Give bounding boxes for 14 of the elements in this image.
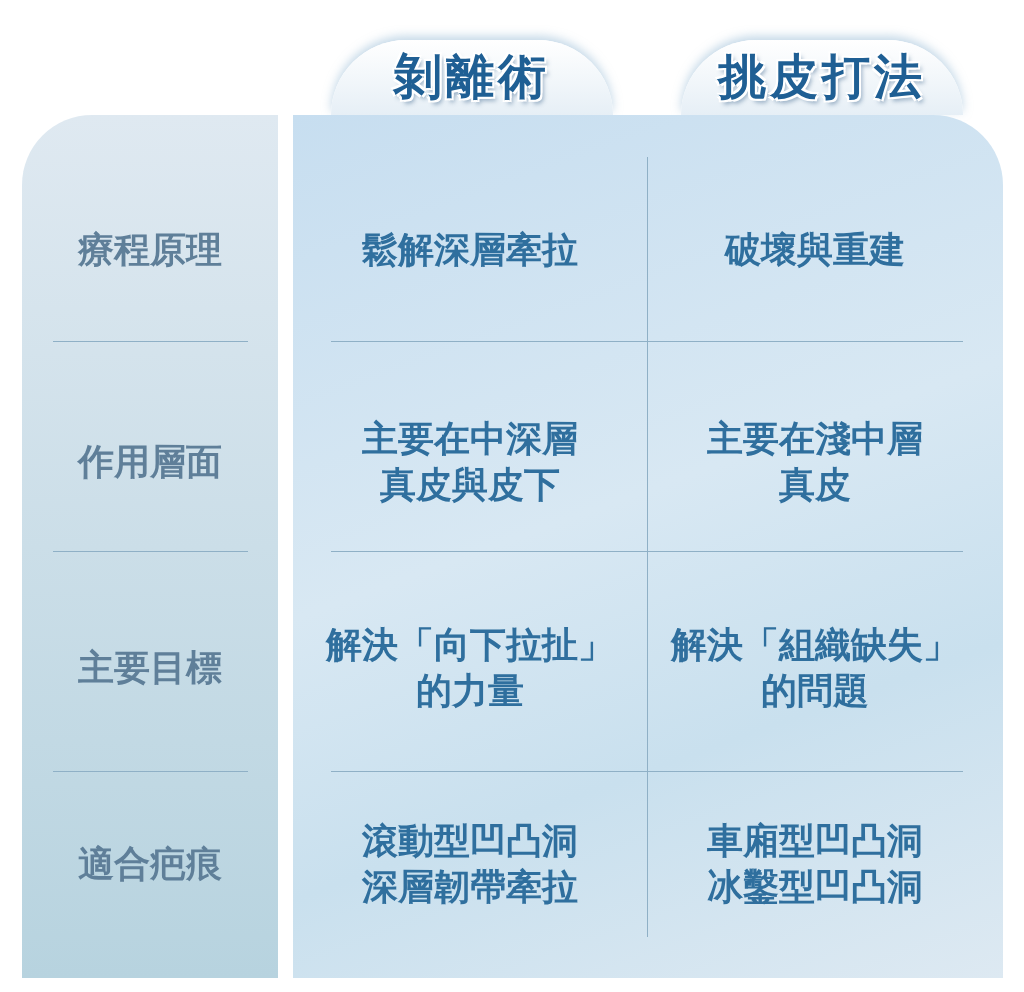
row-header: 作用層面 (76, 440, 223, 484)
cell-text: 解決「向下拉扯」的力量 (324, 623, 615, 713)
cell-text: 解決「組織缺失」的問題 (669, 623, 960, 713)
cell-text: 破壞與重建 (723, 228, 906, 272)
row-header: 適合疤痕 (77, 842, 223, 886)
column-header-tab: 剝離術 (331, 40, 613, 115)
cell-text: 滾動型凹凸洞深層韌帶牽拉 (361, 819, 579, 909)
cell-text: 主要在中深層真皮與皮下 (361, 417, 579, 507)
cell-text: 車廂型凹凸洞冰鑿型凹凸洞 (706, 819, 924, 909)
row-header: 主要目標 (77, 646, 223, 690)
cell-text: 鬆解深層牽拉 (361, 228, 579, 272)
column-header-tab: 挑皮打法 (681, 40, 963, 115)
cell-text: 主要在淺中層真皮 (706, 417, 924, 507)
row-header: 療程原理 (76, 228, 223, 272)
